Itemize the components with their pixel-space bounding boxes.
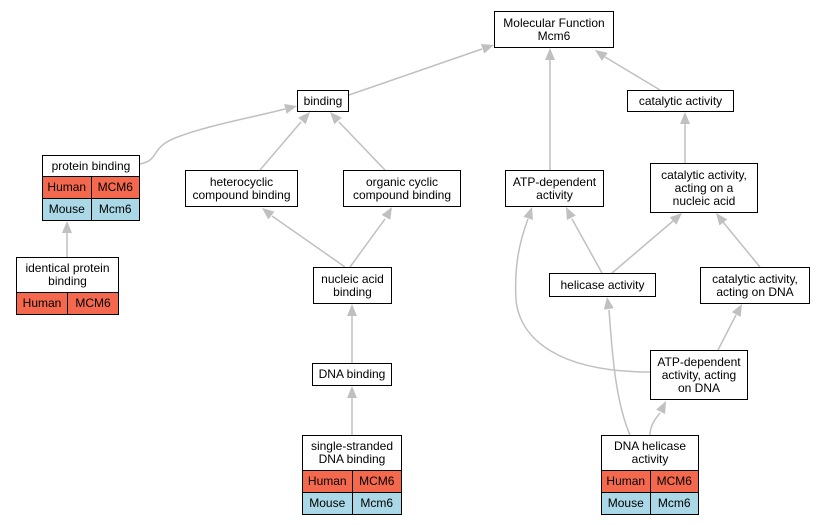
edge-line [722, 221, 761, 268]
node-label: identical protein binding [25, 261, 110, 288]
node-atp-dependent-activity[interactable]: ATP-dependent activity [505, 170, 604, 207]
edge-arrowhead [62, 221, 72, 233]
node-label: protein binding [51, 158, 131, 173]
human-row: Human MCM6 [602, 470, 698, 492]
edge-arrowhead [298, 112, 310, 125]
edge-arrowhead [716, 213, 728, 226]
species-cell: Human [47, 180, 87, 194]
node-identical-protein-binding[interactable]: identical protein binding Human MCM6 [16, 257, 119, 315]
edge-line [139, 108, 286, 165]
gene-cell: MCM6 [351, 471, 402, 492]
node-label: binding [303, 93, 343, 108]
species-cell: Mouse [309, 496, 346, 510]
edge-arrowhead [680, 112, 690, 124]
edge-arrowhead [545, 48, 555, 60]
edge-line [271, 215, 346, 268]
gene-cell: Mcm6 [90, 199, 140, 220]
edge-arrowhead [262, 208, 275, 220]
human-row: Human MCM6 [43, 176, 139, 198]
node-protein-binding[interactable]: protein binding Human MCM6 Mouse Mcm6 [42, 155, 140, 221]
node-nucleic-acid-binding[interactable]: nucleic acid binding [313, 267, 392, 304]
mouse-row: Mouse Mcm6 [602, 492, 698, 514]
species-cell: Human [307, 474, 347, 488]
node-label: catalytic activity [638, 93, 723, 108]
node-label: helicase activity [560, 277, 645, 292]
node-label: Molecular Function Mcm6 [503, 15, 605, 43]
gene-cell: MCM6 [649, 471, 699, 492]
node-catalytic-activity-nucleic-acid[interactable]: catalytic activity, acting on a nucleic … [650, 163, 758, 213]
node-label: heterocyclic compound binding [192, 174, 291, 202]
node-molecular-function[interactable]: Molecular Function Mcm6 [494, 11, 614, 48]
species-cell: Mouse [607, 496, 644, 510]
gene-cell: MCM6 [90, 177, 140, 198]
node-label: single-stranded DNA binding [310, 439, 394, 466]
node-label: catalytic activity, acting on DNA [712, 271, 798, 299]
node-label: organic cyclic compound binding [352, 174, 452, 202]
edge-line [604, 56, 661, 91]
edge-line [649, 412, 661, 436]
mouse-row: Mouse Mcm6 [43, 198, 139, 220]
node-label: catalytic activity, acting on a nucleic … [661, 167, 747, 208]
edge-line [259, 121, 302, 171]
mouse-row: Mouse Mcm6 [303, 492, 401, 514]
edge-arrowhead [330, 112, 342, 125]
edge-arrowhead [347, 304, 357, 316]
gene-cell: Mcm6 [351, 493, 402, 514]
edge-line [348, 48, 483, 96]
gene-cell: Mcm6 [649, 493, 699, 514]
node-single-stranded-dna-binding[interactable]: single-stranded DNA binding Human MCM6 M… [302, 435, 402, 515]
human-row: Human MCM6 [17, 292, 118, 314]
node-heterocyclic-compound-binding[interactable]: heterocyclic compound binding [185, 170, 298, 207]
edge-line [717, 314, 737, 351]
node-label: ATP-dependent activity, acting on DNA [657, 354, 741, 395]
node-label: ATP-dependent activity [512, 174, 597, 202]
edge-arrowhead [566, 207, 576, 220]
edge-line [514, 218, 651, 373]
edge-line [608, 309, 631, 436]
node-label: DNA helicase activity [613, 439, 687, 466]
node-binding[interactable]: binding [297, 90, 349, 112]
edge-line [349, 218, 386, 268]
node-label: nucleic acid binding [321, 271, 384, 299]
species-cell: Human [22, 296, 62, 310]
node-atp-dependent-activity-dna[interactable]: ATP-dependent activity, acting on DNA [650, 350, 748, 400]
edge-arrowhead [595, 50, 608, 61]
edge-line [571, 218, 603, 274]
node-dna-binding[interactable]: DNA binding [312, 363, 392, 386]
node-label: DNA binding [318, 367, 386, 381]
edge-arrowhead [603, 297, 614, 310]
node-organic-cyclic-compound-binding[interactable]: organic cyclic compound binding [343, 170, 461, 207]
gene-cell: MCM6 [67, 293, 118, 314]
edge-arrowhead [347, 386, 357, 398]
edge-line [338, 121, 386, 171]
edge-arrowhead [656, 401, 666, 414]
node-dna-helicase-activity[interactable]: DNA helicase activity Human MCM6 Mouse M… [601, 435, 699, 515]
edge-arrowhead [381, 207, 392, 220]
edge-arrowhead [523, 207, 533, 220]
edge-line [611, 220, 674, 274]
edge-arrowhead [481, 44, 494, 54]
species-cell: Human [606, 474, 646, 488]
node-helicase-activity[interactable]: helicase activity [549, 273, 656, 297]
edge-arrowhead [731, 304, 742, 317]
edge-arrowhead [284, 104, 297, 114]
edge-arrowhead [669, 213, 682, 225]
human-row: Human MCM6 [303, 470, 401, 492]
node-catalytic-activity[interactable]: catalytic activity [627, 90, 734, 112]
node-catalytic-activity-dna[interactable]: catalytic activity, acting on DNA [700, 267, 810, 304]
species-cell: Mouse [48, 202, 85, 216]
